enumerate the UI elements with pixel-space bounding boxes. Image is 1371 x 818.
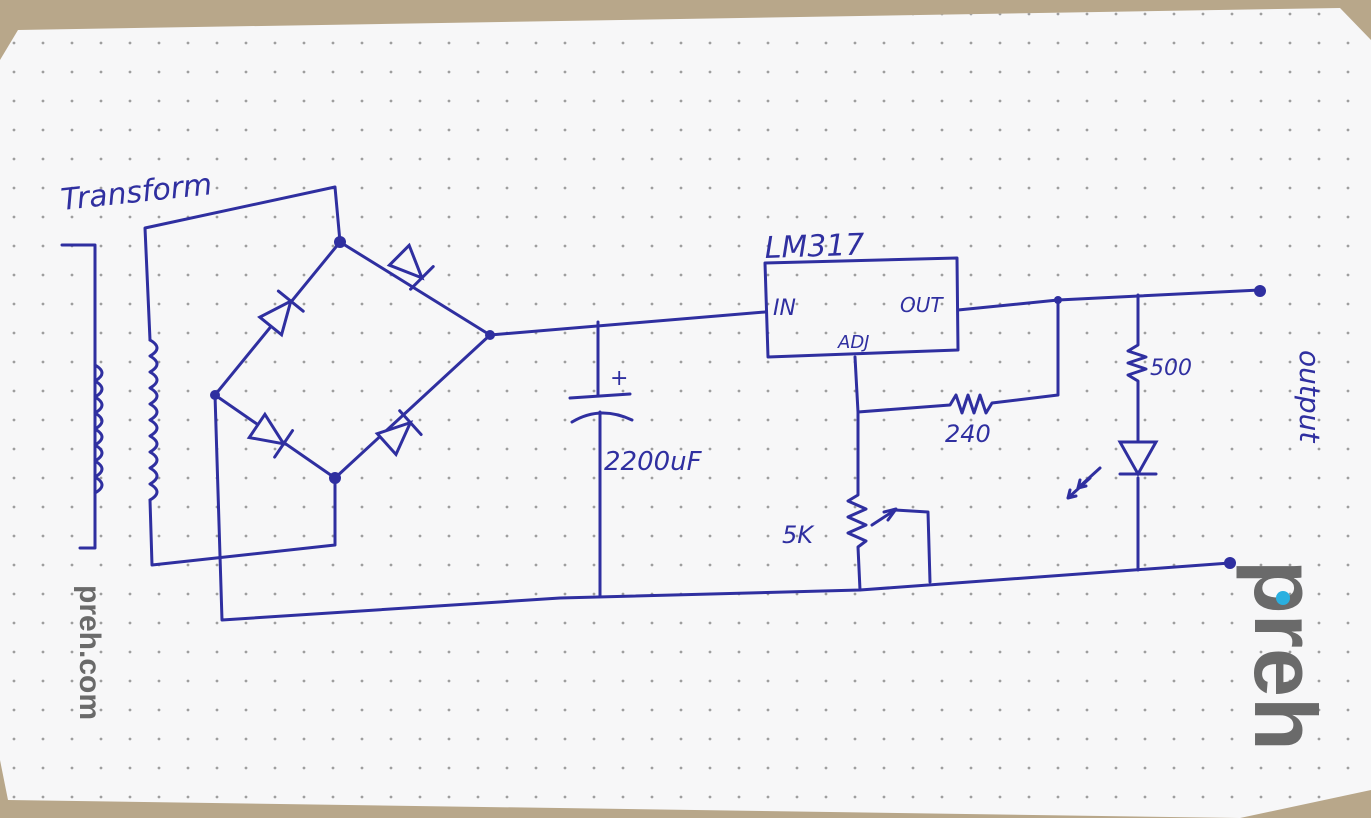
capacitor-value-label: 2200uF (604, 447, 703, 477)
capacitor-plate-positive (568, 392, 632, 400)
capacitor-plus-sign: + (610, 366, 628, 391)
preh-logo: preh (1236, 560, 1335, 751)
resistor-r1-label: 240 (945, 420, 991, 448)
ground-rail (213, 393, 1232, 622)
led-light-rays-icon (1066, 466, 1102, 500)
resistor-r1 (856, 298, 1060, 415)
diode-d2 (386, 242, 435, 291)
adj-lead (853, 355, 860, 414)
pin-out-label: OUT (900, 293, 944, 317)
output-terminal-negative (1224, 557, 1236, 569)
secondary-bottom-lead (148, 476, 337, 567)
bridge-node-top (334, 236, 346, 248)
secondary-top-lead (143, 185, 342, 342)
regulator-body (763, 256, 960, 359)
transformer-primary-coil (93, 363, 104, 495)
preh-logo-text: preh (1236, 560, 1335, 751)
rectified-dc-line (488, 310, 767, 337)
pin-adj-label: ADJ (837, 332, 869, 353)
diode-d1 (257, 289, 305, 338)
wiper-arrow-icon (882, 507, 898, 522)
led-indicator (1117, 440, 1159, 478)
lm317-regulator (763, 256, 960, 359)
output-terminal-positive (1254, 285, 1266, 297)
output-label: output (1293, 350, 1326, 443)
filter-capacitor (568, 320, 634, 598)
resistor-led-series (1126, 293, 1148, 442)
watermark-site-text: preh.com (73, 585, 106, 720)
pin-in-label: IN (773, 296, 796, 321)
regulator-name-label: LM317 (764, 228, 865, 266)
diode-d3 (246, 411, 295, 459)
bridge-node-bottom (329, 472, 341, 484)
preh-logo-dot (1276, 591, 1290, 605)
potentiometer-wiper (870, 508, 932, 584)
diode-d4 (374, 409, 423, 458)
resistor-led-label: 500 (1150, 356, 1192, 381)
potentiometer-label: 5K (782, 521, 815, 549)
transformer-symbol (60, 185, 342, 567)
transformer-secondary-coil (148, 338, 159, 502)
potentiometer-5k (846, 410, 868, 592)
dot-grid (0, 8, 1371, 818)
